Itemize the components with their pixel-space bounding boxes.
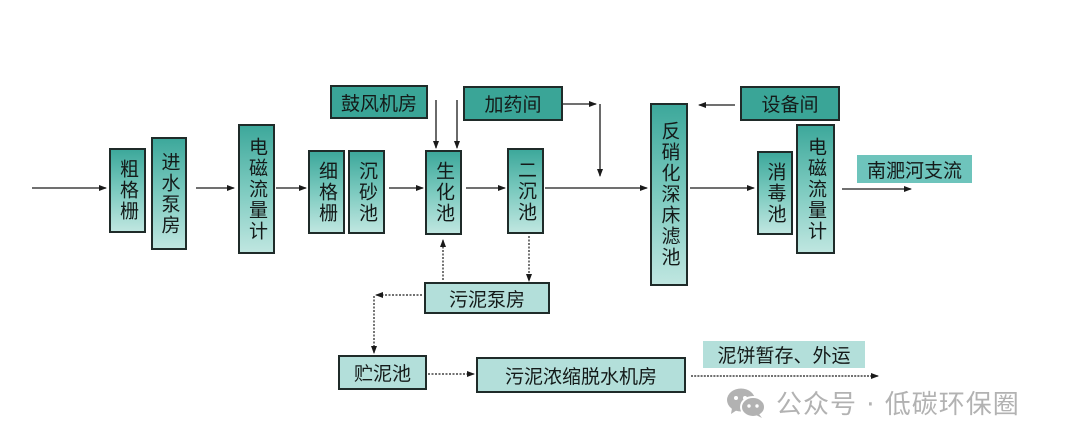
em-flowmeter-in-box: 电磁流量计 — [238, 124, 275, 254]
influent-pump-house-box: 进水泵房 — [151, 137, 187, 250]
fine-screen-box: 细格栅 — [308, 150, 345, 234]
bio-tank-box: 生化池 — [425, 150, 462, 235]
disinfection-tank-box: 消毒池 — [757, 151, 793, 235]
cake-disposal-label: 泥饼暂存、外运 — [703, 341, 865, 368]
sludge-pump-house-box: 污泥泵房 — [424, 282, 550, 314]
equipment-room-box: 设备间 — [740, 86, 840, 121]
wechat-icon — [727, 388, 766, 418]
thickening-dewatering-room-box: 污泥浓缩脱水机房 — [476, 357, 686, 393]
secondary-clarifier-box: 二沉池 — [507, 148, 544, 234]
watermark: 公众号 · 低碳环保圈 — [726, 384, 1020, 421]
dosing-room-box: 加药间 — [463, 86, 563, 121]
sludge-storage-tank-box: 贮泥池 — [338, 355, 427, 390]
denitrification-filter-box: 反硝化深床滤池 — [650, 103, 688, 286]
coarse-screen-box: 粗格栅 — [109, 148, 146, 233]
discharge-label: 南淝河支流 — [857, 155, 972, 183]
grit-chamber-box: 沉砂池 — [348, 150, 385, 234]
em-flowmeter-out-box: 电磁流量计 — [796, 124, 835, 254]
blower-room-box: 鼓风机房 — [330, 85, 428, 119]
watermark-text: 公众号 · 低碳环保圈 — [776, 390, 1020, 420]
